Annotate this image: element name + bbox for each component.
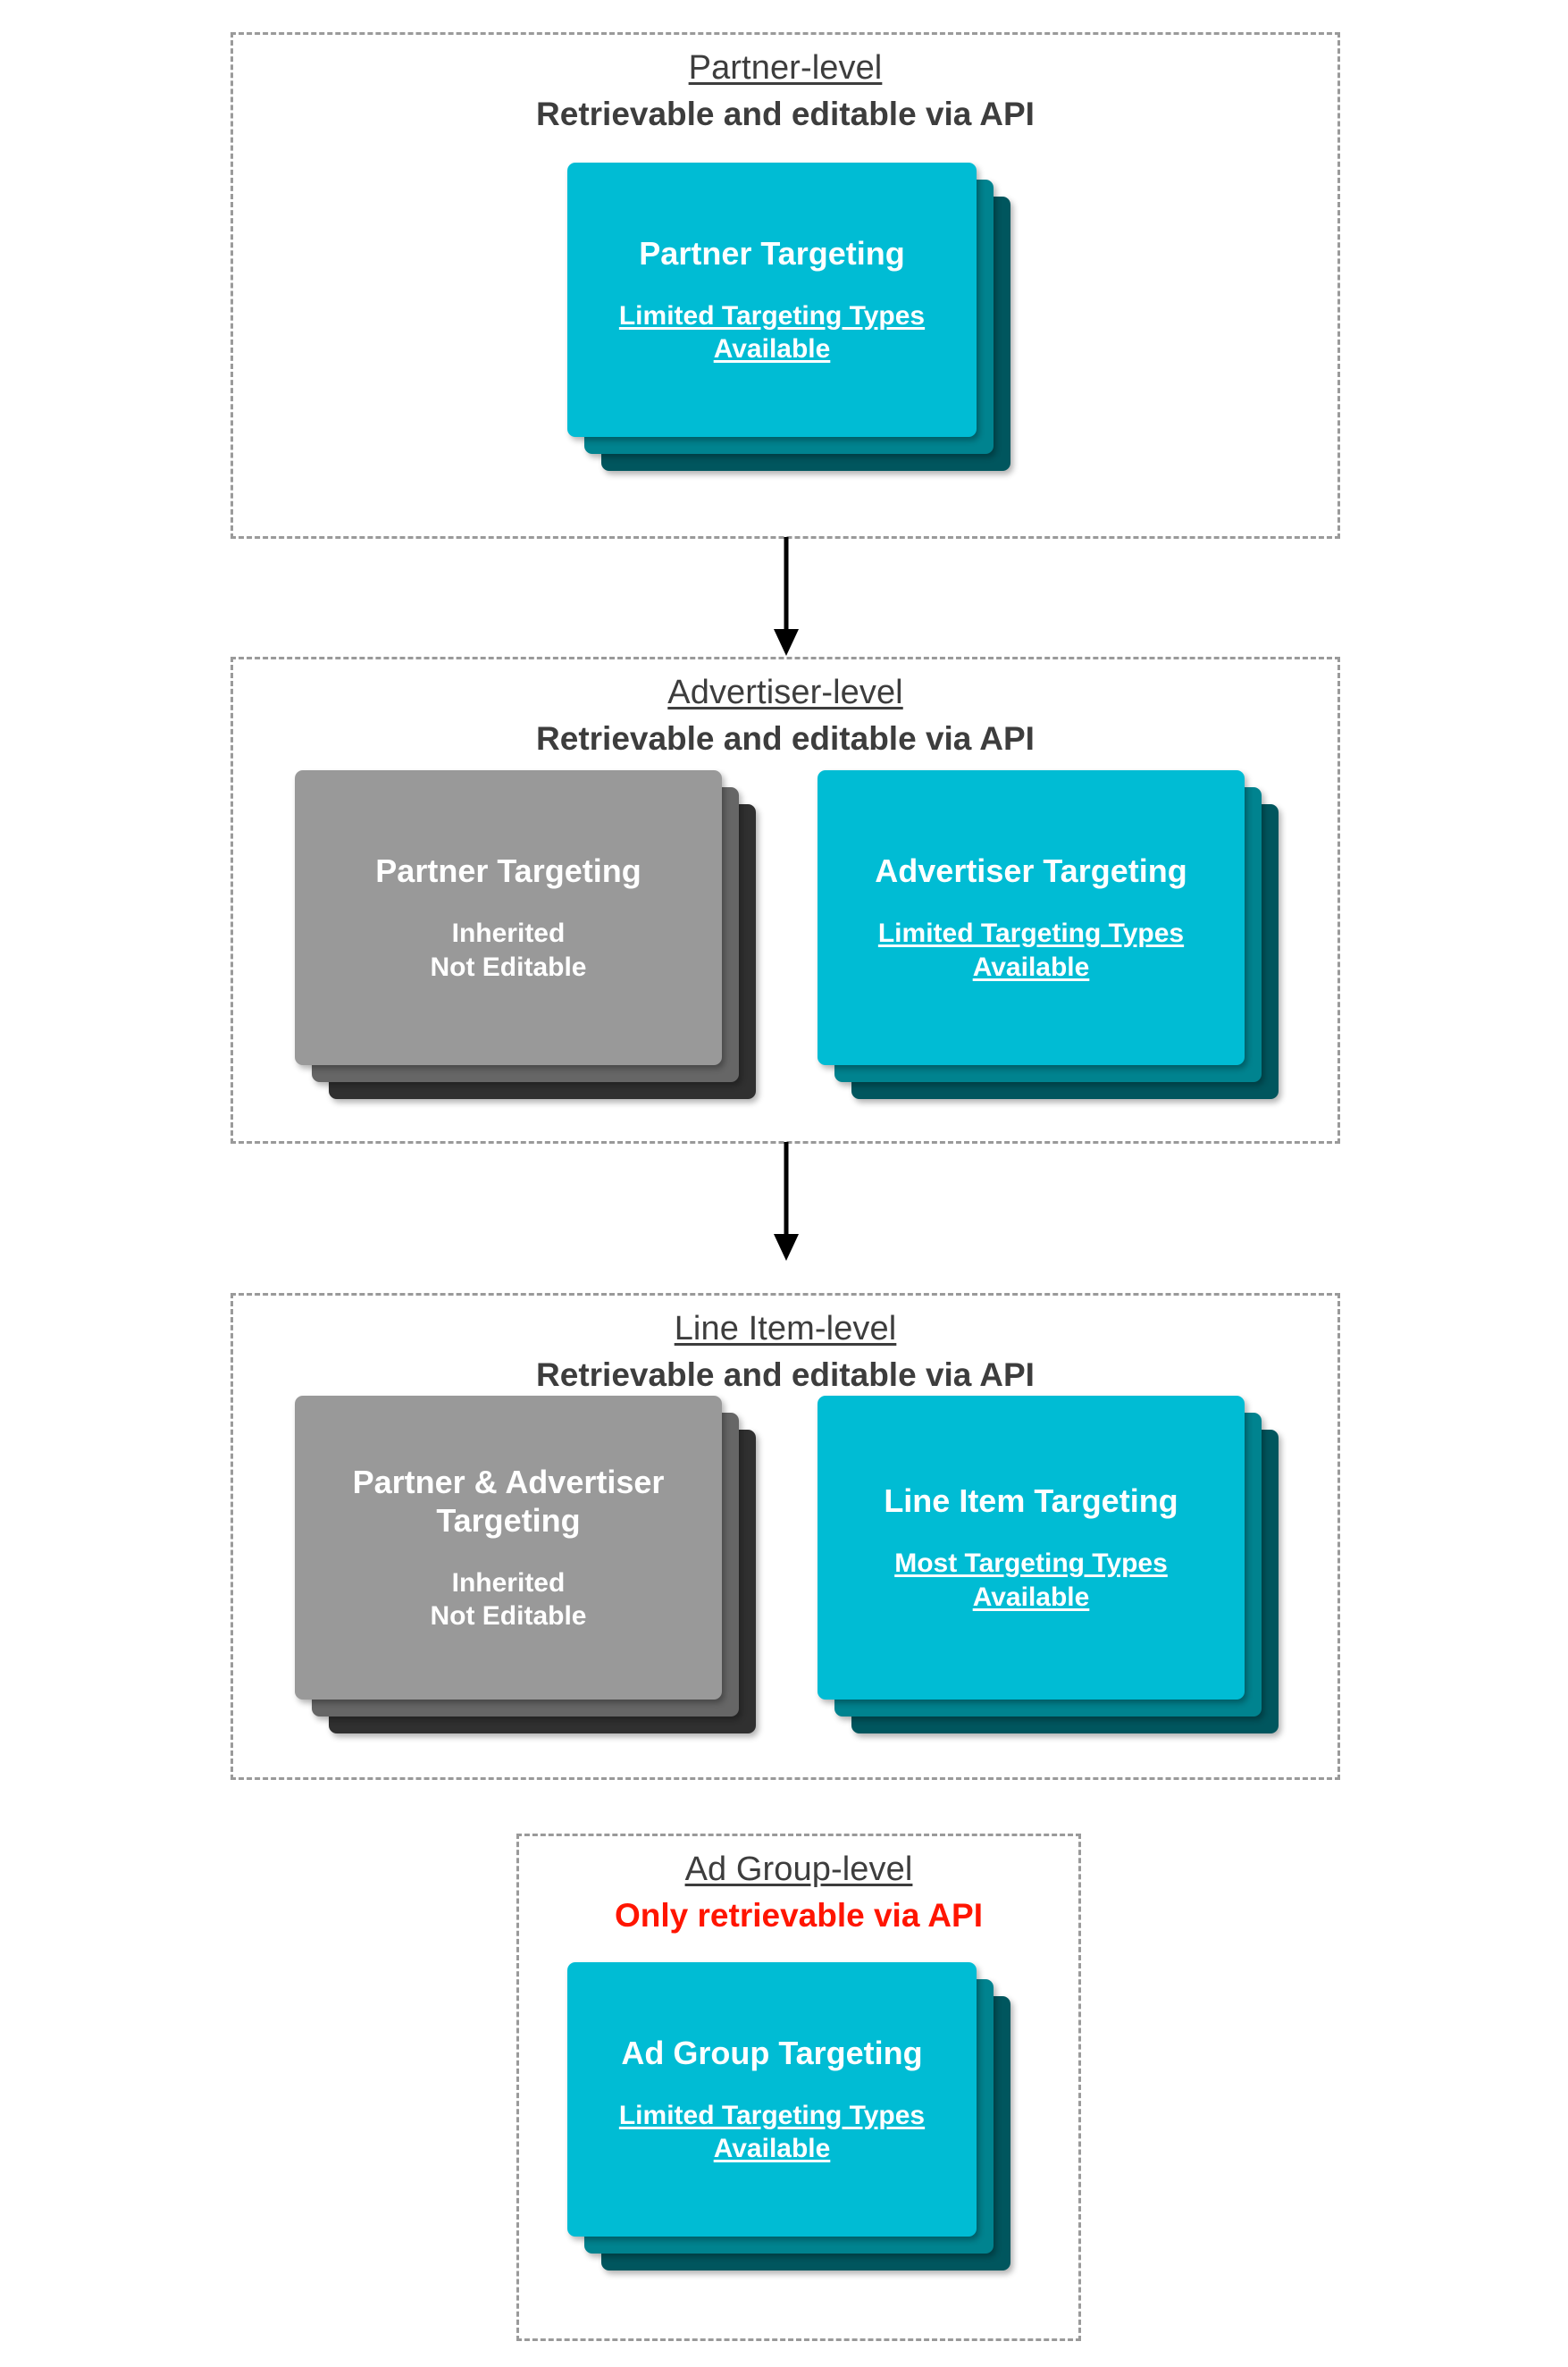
level-access-advertiser: Retrievable and editable via API [536, 719, 1035, 757]
level-access-line-item: Retrievable and editable via API [536, 1356, 1035, 1393]
card-subtitle: Most Targeting Types Available [894, 1549, 1168, 1612]
arrow-advertiser-to-line-item [774, 1142, 799, 1261]
level-box-advertiser: Advertiser-level Retrievable and editabl… [231, 657, 1340, 1144]
card-subtitle: Limited Targeting Types Available [618, 2100, 926, 2164]
level-access-partner: Retrievable and editable via API [536, 95, 1035, 132]
card-ad-group-targeting[interactable]: Ad Group Targeting Limited Targeting Typ… [567, 1962, 977, 2237]
card-stack-partner-targeting: Partner Targeting Limited Targeting Type… [567, 163, 1014, 493]
level-name-advertiser: Advertiser-level [667, 674, 903, 711]
card-subtitle: Inherited Not Editable [430, 919, 587, 982]
card-line-item-targeting[interactable]: Line Item Targeting Most Targeting Types… [818, 1396, 1245, 1700]
card-stack-partner-targeting-inherited: Partner Targeting Inherited Not Editable [295, 770, 759, 1119]
card-partner-advertiser-targeting-inherited[interactable]: Partner & Advertiser Targeting Inherited… [295, 1396, 722, 1700]
level-header-partner: Partner-level Retrievable and editable v… [233, 35, 1337, 135]
level-access-ad-group: Only retrievable via API [615, 1896, 983, 1934]
level-box-line-item: Line Item-level Retrievable and editable… [231, 1293, 1340, 1780]
card-stack-line-item-targeting: Line Item Targeting Most Targeting Types… [818, 1396, 1282, 1753]
card-stack-advertiser-targeting: Advertiser Targeting Limited Targeting T… [818, 770, 1282, 1119]
card-title: Line Item Targeting [884, 1482, 1178, 1520]
level-header-ad-group: Ad Group-level Only retrievable via API [519, 1836, 1078, 1936]
level-name-line-item: Line Item-level [674, 1310, 897, 1347]
card-title: Partner Targeting [639, 234, 905, 272]
card-stack-partner-advertiser-targeting-inherited: Partner & Advertiser Targeting Inherited… [295, 1396, 759, 1753]
card-stack-ad-group-targeting: Ad Group Targeting Limited Targeting Typ… [567, 1962, 1014, 2297]
card-partner-targeting-inherited[interactable]: Partner Targeting Inherited Not Editable [295, 770, 722, 1065]
level-header-line-item: Line Item-level Retrievable and editable… [233, 1296, 1337, 1396]
arrow-partner-to-advertiser [774, 537, 799, 656]
level-name-ad-group: Ad Group-level [684, 1851, 913, 1888]
card-subtitle: Inherited Not Editable [430, 1568, 587, 1632]
level-box-ad-group: Ad Group-level Only retrievable via API [516, 1834, 1081, 2341]
card-partner-targeting[interactable]: Partner Targeting Limited Targeting Type… [567, 163, 977, 437]
card-title: Ad Group Targeting [621, 2034, 923, 2071]
card-advertiser-targeting[interactable]: Advertiser Targeting Limited Targeting T… [818, 770, 1245, 1065]
level-header-advertiser: Advertiser-level Retrievable and editabl… [233, 659, 1337, 760]
card-subtitle: Limited Targeting Types Available [877, 919, 1185, 982]
level-name-partner: Partner-level [688, 49, 883, 87]
card-title: Partner Targeting [375, 852, 641, 890]
card-subtitle: Limited Targeting Types Available [618, 300, 926, 365]
card-title: Advertiser Targeting [875, 852, 1187, 890]
card-title: Partner & Advertiser Targeting [352, 1463, 665, 1539]
